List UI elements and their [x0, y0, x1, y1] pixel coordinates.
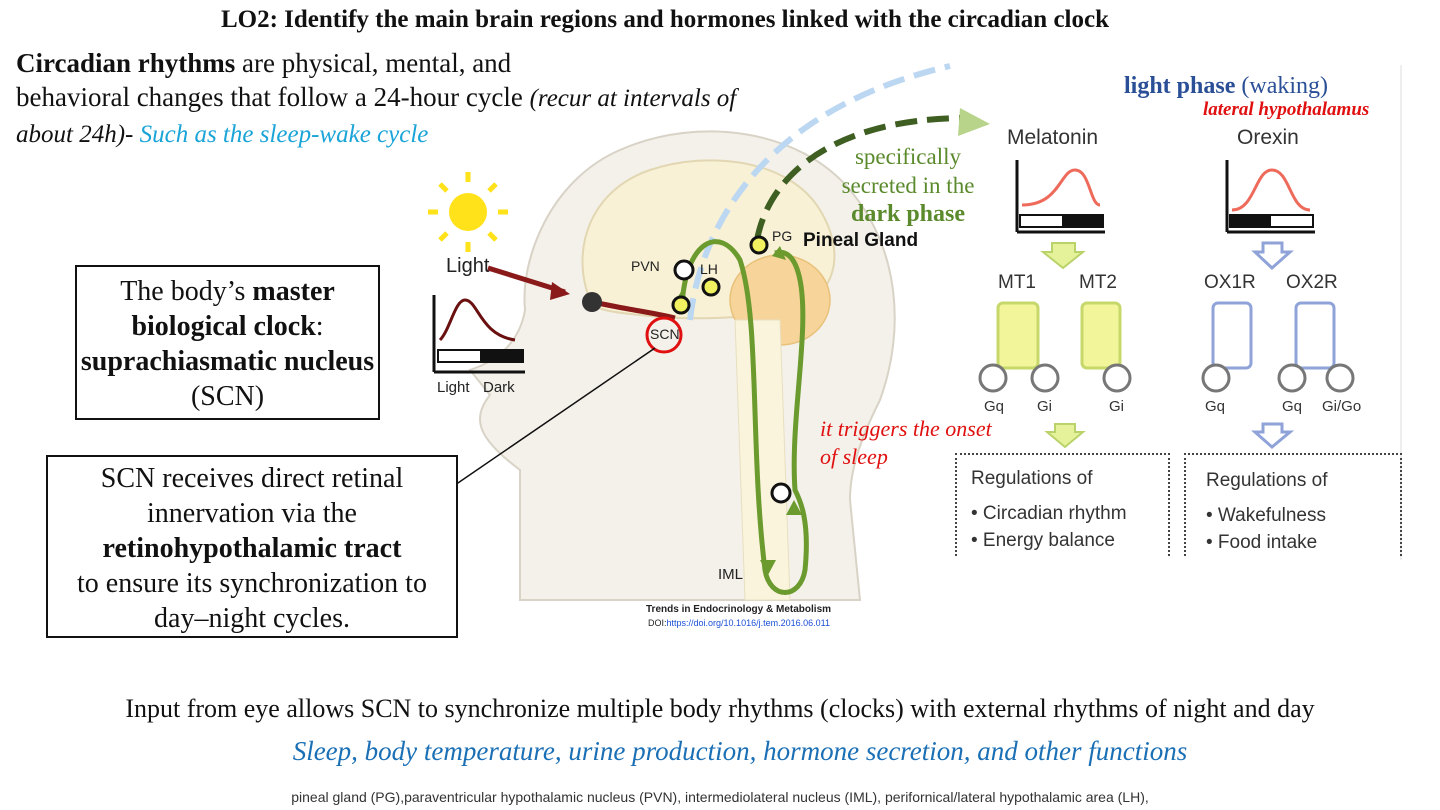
ox1r-gq-label: Gq	[1205, 398, 1226, 415]
melatonin-reg-item-2: • Energy balance	[971, 530, 1115, 551]
scn-nucleus	[671, 295, 691, 315]
mt2-label: MT2	[1079, 272, 1117, 293]
orexin-reg-item-1: • Wakefulness	[1206, 505, 1326, 526]
retina-box: SCN receives direct retinal innervation …	[46, 455, 458, 638]
mt1-gi-label: Gi	[1037, 398, 1052, 415]
light-graph-icon	[432, 295, 525, 374]
neural-pathway	[679, 239, 809, 595]
light-phase-annotation: light phase (waking)	[1124, 73, 1328, 100]
bottom-functions: Sleep, body temperature, urine productio…	[292, 736, 1188, 766]
melatonin-arrow-head	[958, 108, 990, 136]
melatonin-label: Melatonin	[1007, 126, 1099, 149]
bottom-summary: Input from eye allows SCN to synchronize…	[125, 694, 1315, 723]
melatonin-reg-item-1: • Circadian rhythm	[971, 503, 1127, 524]
master-mid: :	[315, 311, 324, 342]
sleep-onset-annotation: it triggers the onset of sleep	[820, 415, 992, 471]
lh-label: LH	[700, 261, 718, 277]
ox2r-label: OX2R	[1286, 272, 1338, 293]
pathway-arrow-3	[786, 500, 802, 515]
lateral-hypothalamus-label: lateral hypothalamus	[1203, 99, 1370, 120]
intro-italic: (recur at intervals of about 24h)-	[16, 85, 737, 148]
mt2-receptor	[1080, 301, 1132, 393]
orexin-graph-icon	[1225, 160, 1315, 234]
pathway-arrow-2	[760, 560, 776, 575]
orexin-down-arrow-2	[1251, 422, 1295, 449]
master-bold-1: master biological clock	[131, 276, 335, 342]
credit-doi: DOI:https://doi.org/10.1016/j.tem.2016.0…	[648, 618, 830, 628]
iml-label: IML	[718, 566, 744, 583]
mt1-label: MT1	[998, 272, 1036, 293]
light-arrow-head	[550, 282, 570, 300]
intro-term: Circadian rhythms	[16, 48, 236, 78]
dark-phase-bold: dark phase	[850, 201, 966, 227]
iml-nucleus	[770, 482, 792, 504]
pathway-arrow-4	[772, 246, 786, 260]
dark-phase-annotation: specifically secreted in the dark phase	[828, 142, 988, 229]
intro-example: Such as the sleep-wake cycle	[133, 121, 429, 148]
sun-icon	[428, 172, 508, 252]
intro-paragraph: Circadian rhythms are physical, mental, …	[16, 46, 776, 152]
scn-highlight	[645, 316, 683, 354]
sleep-onset-line-1: it triggers the onset	[820, 416, 992, 441]
melatonin-down-arrow-2	[1044, 423, 1086, 449]
orexin-reg-title: Regulations of	[1206, 470, 1328, 491]
lh-nucleus	[701, 277, 721, 297]
bottom-abbreviations: pineal gland (PG),paraventricular hypoth…	[291, 789, 1149, 805]
retina-bold: retinohypothalamic tract	[102, 533, 402, 564]
ox2r-gq-label: Gq	[1282, 398, 1303, 415]
master-bold-2: suprachiasmatic nucleus	[80, 346, 375, 377]
graph-dark-label: Dark	[483, 379, 515, 396]
spinal-cord	[734, 319, 791, 601]
pg-nucleus	[749, 235, 769, 255]
pvn-label: PVN	[631, 258, 660, 274]
retina-line-1: SCN receives direct retinal innervation …	[100, 463, 404, 529]
ox1r-label: OX1R	[1204, 272, 1256, 293]
ox1r-receptor	[1201, 301, 1253, 393]
dark-phase-line-2: secreted in the	[841, 173, 975, 198]
light-dashed-arc	[687, 63, 951, 321]
pg-label: PG	[772, 228, 793, 244]
credit-journal: Trends in Endocrinology & Metabolism	[646, 604, 832, 615]
ox2r-receptor	[1277, 301, 1355, 393]
light-label: Light	[446, 255, 490, 277]
scn-label: SCN	[650, 326, 680, 342]
light-phase-bold: light phase	[1124, 73, 1236, 99]
melatonin-graph-icon	[1015, 160, 1105, 234]
orexin-label: Orexin	[1237, 126, 1299, 149]
page-title: LO2: Identify the main brain regions and…	[220, 6, 1110, 33]
melatonin-dashed-arc	[754, 115, 961, 241]
pvn-nucleus	[673, 259, 695, 281]
intro-text-1: are physical, mental, and	[235, 48, 512, 78]
intro-text-2: behavioral changes that follow a 24-hour…	[16, 82, 530, 112]
orexin-regulation-box: Regulations of • Wakefulness • Food inta…	[1184, 453, 1402, 556]
orexin-reg-item-2: • Food intake	[1206, 532, 1318, 553]
retinal-arrow	[597, 300, 676, 321]
melatonin-down-arrow	[1040, 242, 1086, 270]
orexin-down-arrow	[1251, 241, 1294, 271]
scn-connector-line	[454, 347, 656, 486]
master-pre: The body’s	[120, 276, 253, 307]
dark-phase-line-1: specifically	[854, 144, 961, 169]
master-post: (SCN)	[190, 381, 265, 412]
light-phase-rest: (waking)	[1235, 73, 1329, 99]
sleep-onset-line-2: of sleep	[820, 444, 888, 469]
pineal-gland-label: Pineal Gland	[803, 230, 919, 251]
credit-doi-prefix: DOI:	[648, 618, 667, 628]
ox2r-gigo-label: Gi/Go	[1322, 398, 1362, 415]
eye	[582, 292, 602, 312]
master-clock-box: The body’s master biological clock: supr…	[75, 265, 380, 420]
mt2-gi-label: Gi	[1109, 398, 1124, 415]
retina-line-2: to ensure its synchronization to day–nig…	[77, 568, 427, 634]
melatonin-regulation-box: Regulations of • Circadian rhythm • Ener…	[955, 453, 1170, 556]
mt1-receptor	[978, 301, 1060, 393]
mt1-gq-label: Gq	[984, 398, 1005, 415]
graph-light-label: Light	[437, 379, 470, 396]
credit-doi-link[interactable]: https://doi.org/10.1016/j.tem.2016.06.01…	[666, 618, 830, 628]
melatonin-reg-title: Regulations of	[971, 468, 1093, 489]
